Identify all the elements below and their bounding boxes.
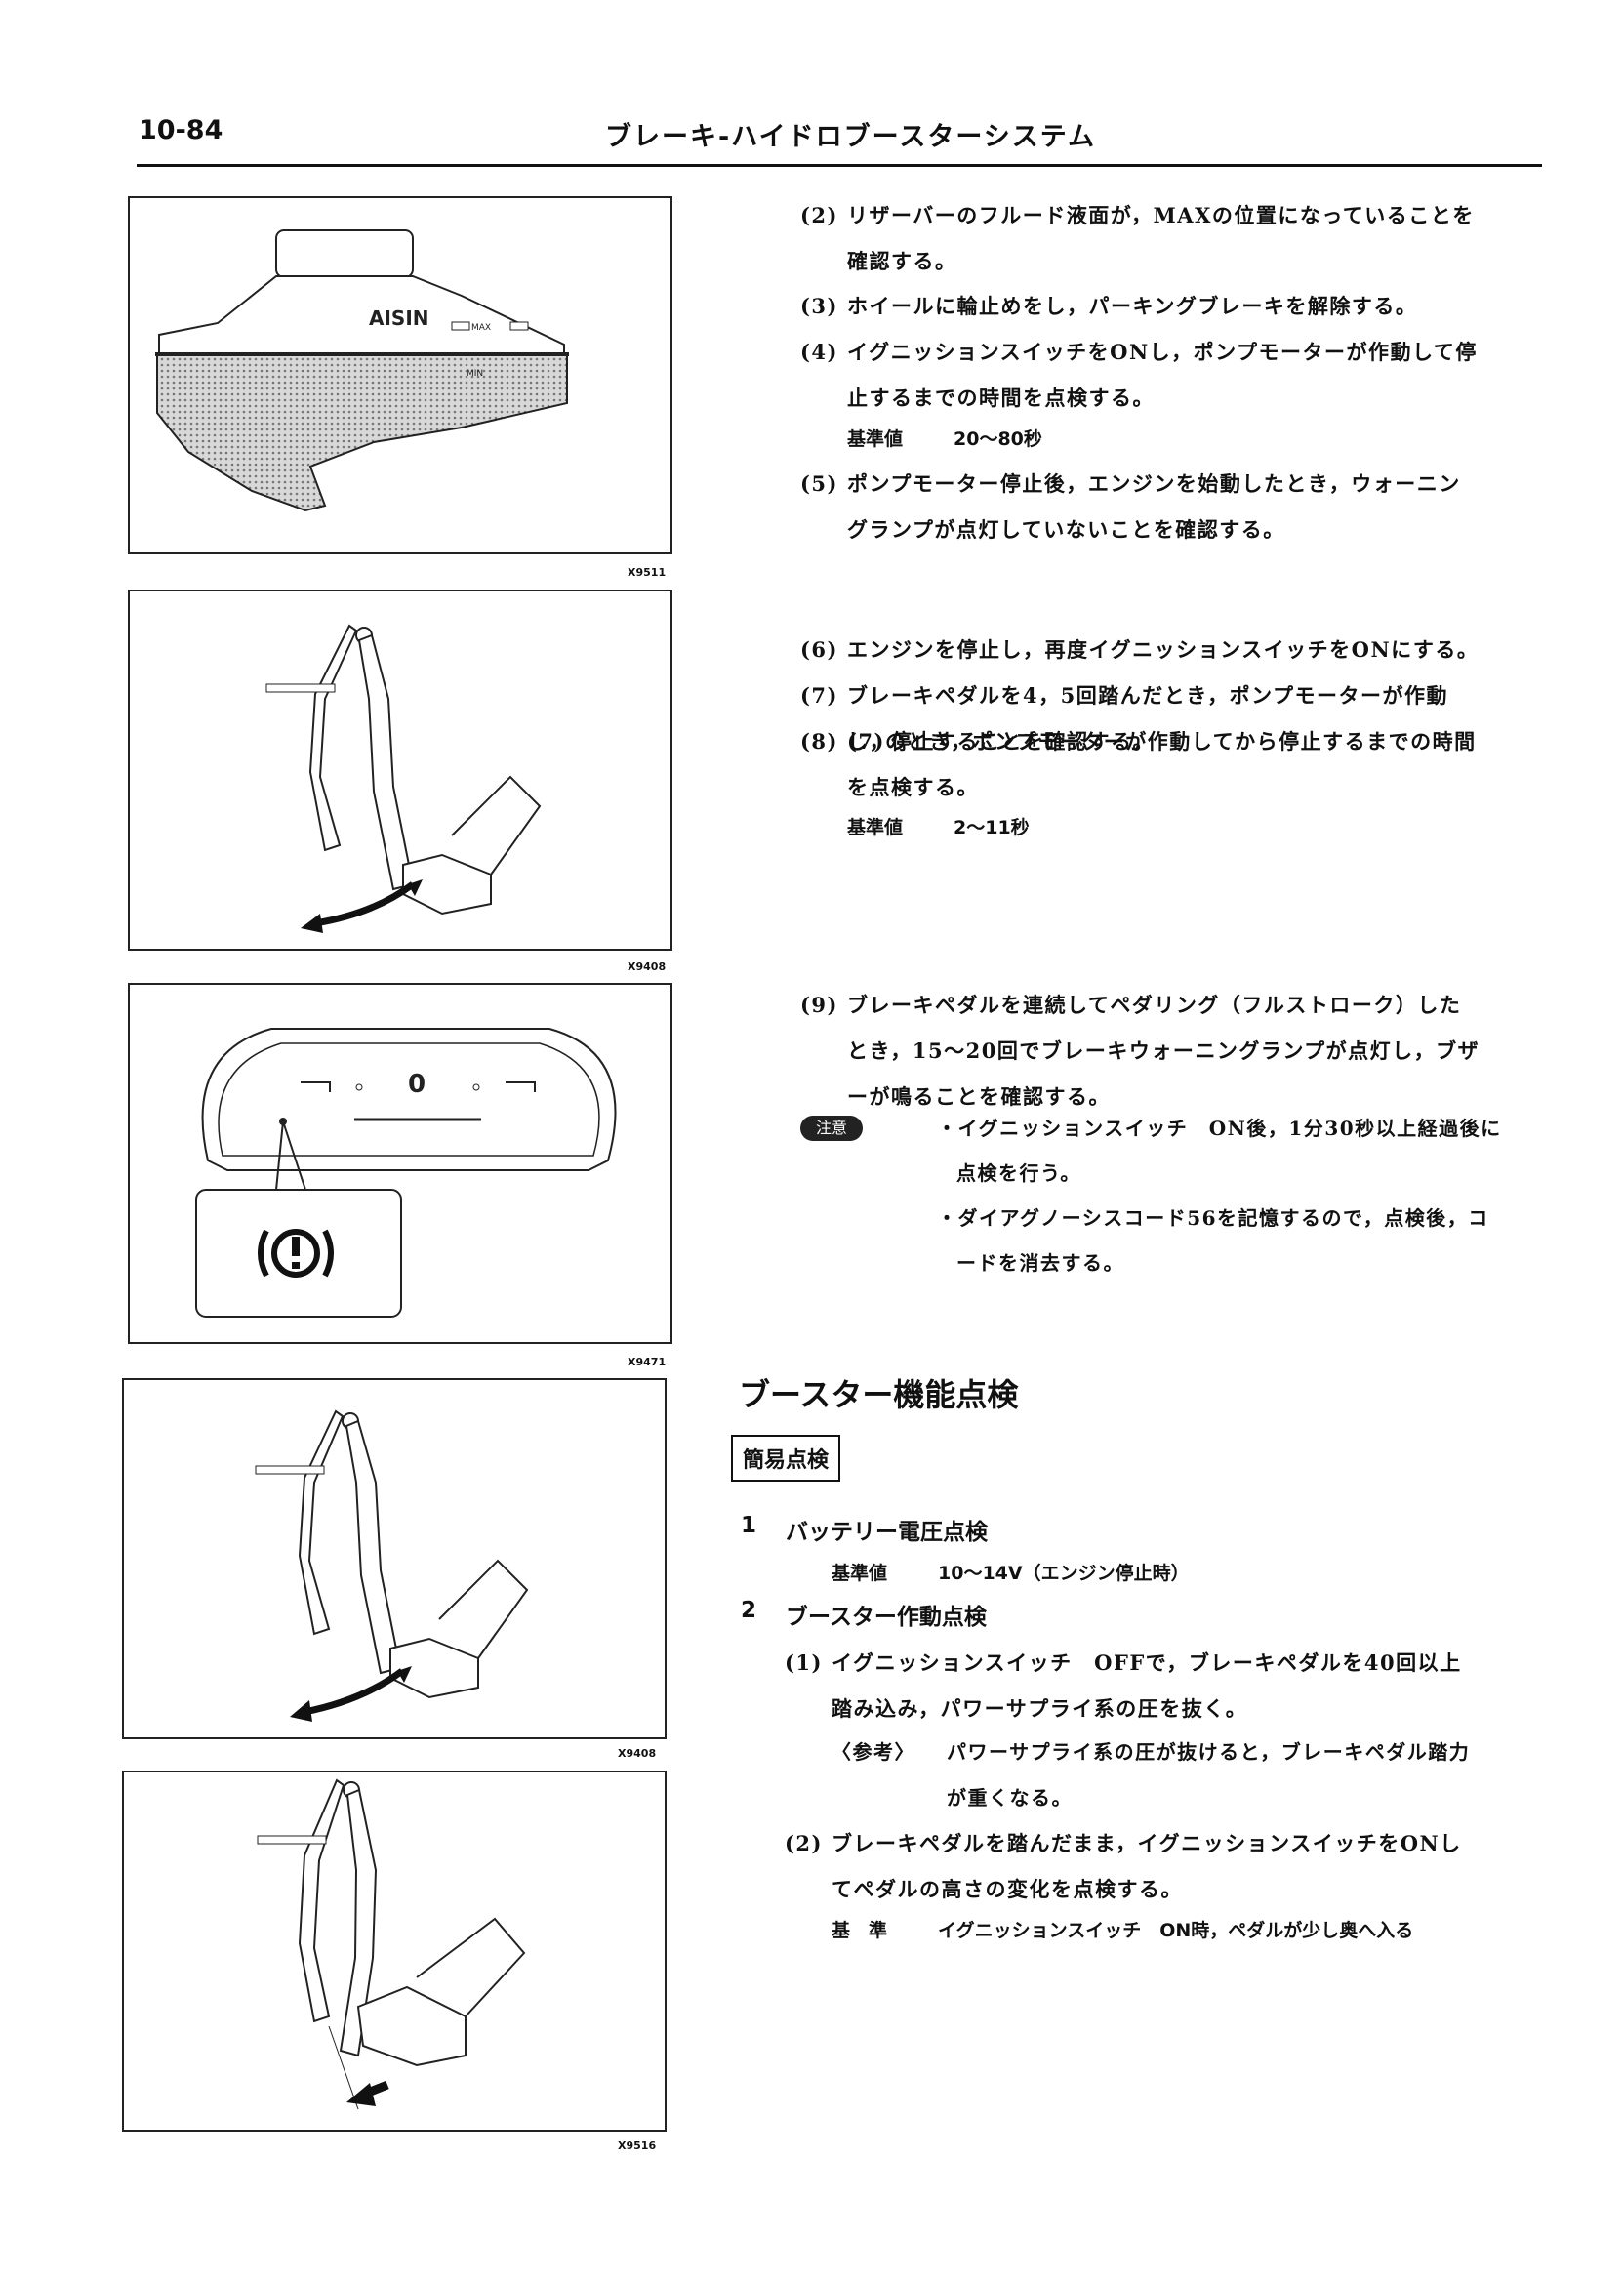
step-7: (7) ブレーキペダルを4，5回踏んだとき，ポンプモーターが作動 し，停止するこ… (800, 683, 1448, 753)
item-1-number: 1 (741, 1513, 757, 1538)
caution-item: ・イグニッションスイッチ ON後，1分30秒以上経過後に 点検を行う。 ・ダイア… (937, 1117, 1502, 1275)
figure-pedal-press (128, 590, 672, 951)
figure-code: X9471 (628, 1356, 667, 1368)
step-3: (3) ホイールに輪止めをし，パーキングブレーキを解除する。 (800, 294, 1418, 318)
step-8: (8) (7)のとき，ポンプモーターが作動してから停止するまでの時間 を点検する… (800, 729, 1477, 799)
indicator-digit: 0 (408, 1070, 426, 1099)
item-2-title: ブースター作動点検 (786, 1605, 987, 1630)
page-number: 10-84 (139, 115, 223, 145)
brake-warning-icon (258, 1229, 334, 1278)
svg-text:MAX: MAX (471, 323, 491, 333)
step-6: (6) エンジンを停止し，再度イグニッションスイッチをONにする。 (800, 637, 1480, 662)
figure-code: X9408 (618, 1747, 657, 1760)
brand-label: AISIN (369, 306, 429, 330)
figure-pedal-held (122, 1771, 667, 2132)
section-title: ブースター機能点検 (739, 1376, 1019, 1413)
step-5: (5) ポンプモーター停止後，エンジンを始動したとき，ウォーニン グランプが点灯… (800, 471, 1461, 542)
figure-code: X9511 (628, 566, 667, 579)
header-rule (137, 164, 1542, 167)
item-2-number: 2 (741, 1598, 757, 1623)
step-2: (2) リザーバーのフルード液面が，MAXの位置になっていることを 確認する。 (800, 203, 1475, 273)
svg-text:MIN: MIN (467, 369, 483, 379)
figure-meter-cluster: 0 (128, 983, 672, 1344)
reference-note: 〈参考〉 パワーサプライ系の圧が抜けると，ブレーキペダル踏力 が重くなる。 (832, 1740, 1471, 1810)
sub-step-1: (1) イグニッションスイッチ OFFで，ブレーキペダルを40回以上 踏み込み，… (785, 1650, 1462, 1721)
step-9: (9) ブレーキペダルを連続してペダリング（フルストローク）した とき，15～2… (800, 993, 1481, 1109)
figure-pedal-press (122, 1378, 667, 1739)
figure-code: X9408 (628, 960, 667, 973)
subsection-title: 簡易点検 (731, 1435, 841, 1482)
step-4: (4) イグニッションスイッチをONし，ポンプモーターが作動して停 止するまでの… (800, 340, 1478, 410)
criteria: 基 準イグニッションスイッチ ON時，ペダルが少し奥へ入る (832, 1920, 1414, 1941)
figure-reservoir: AISIN MAX MIN (128, 196, 672, 554)
sub-step-2: (2) ブレーキペダルを踏んだまま，イグニッションスイッチをONし てペダルの高… (785, 1831, 1462, 1901)
item-1-title: バッテリー電圧点検 (786, 1520, 988, 1545)
figure-code: X9516 (618, 2139, 657, 2152)
caution-badge: 注意 (800, 1116, 863, 1141)
page-title: ブレーキ-ハイドロブースターシステム (605, 122, 1096, 152)
